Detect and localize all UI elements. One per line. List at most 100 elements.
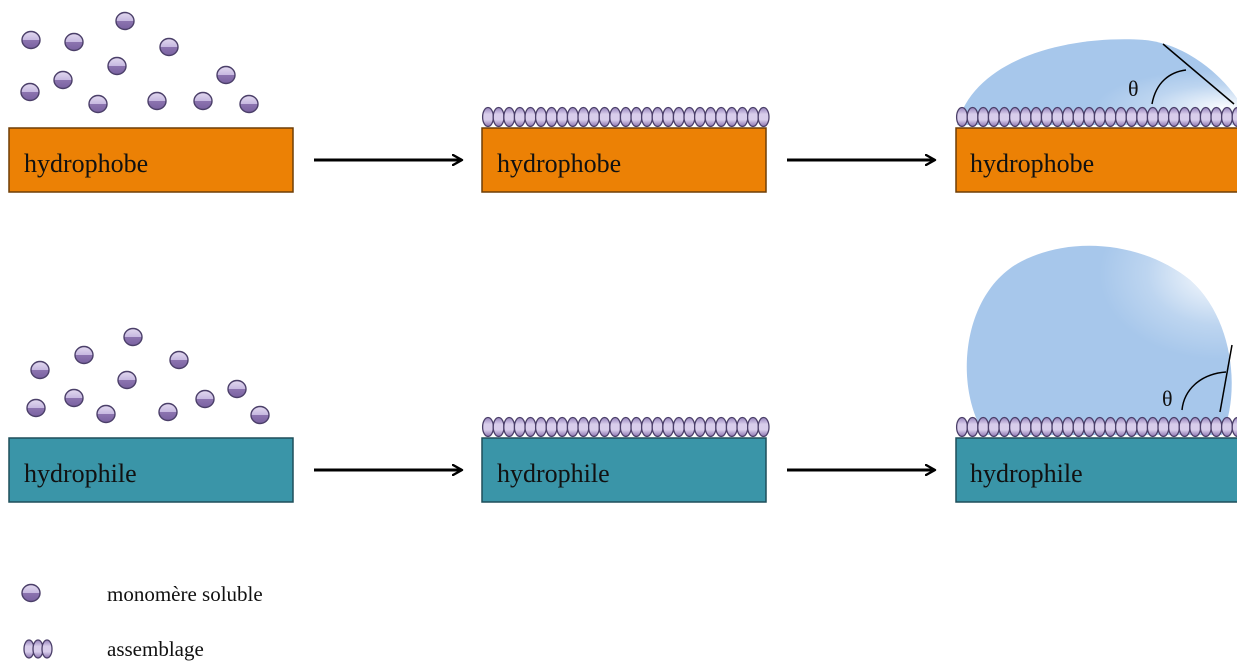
monomer-icon	[53, 70, 73, 90]
free-monomers-row1	[20, 11, 259, 114]
monomer-icon	[88, 94, 108, 114]
assembly-unit	[977, 106, 990, 128]
assembly-unit	[1157, 416, 1170, 438]
assembly-unit	[1231, 106, 1237, 128]
assembly-unit	[715, 416, 728, 438]
assembly-unit	[587, 106, 601, 128]
hydrophobe-surface-3	[955, 127, 1237, 193]
assembly-unit	[977, 416, 990, 438]
monomer-icon	[74, 345, 94, 365]
assembly-unit	[1104, 106, 1117, 128]
assembly-unit	[955, 416, 969, 438]
assembly-unit	[1157, 106, 1170, 128]
assembly-unit	[1146, 416, 1159, 438]
monomer-icon	[147, 91, 167, 111]
assembly-unit	[1072, 416, 1085, 438]
water-droplet-row2	[966, 245, 1232, 435]
assembly-unit	[556, 106, 569, 128]
monomer-icon	[195, 389, 215, 409]
assembly-unit	[556, 416, 569, 438]
monomer-icon	[107, 56, 127, 76]
assembly-unit	[534, 416, 548, 438]
free-monomers-row2	[26, 327, 270, 425]
assembly-unit	[757, 106, 770, 128]
hydrophile-label-3: hydrophile	[970, 459, 1083, 488]
assembly-unit	[492, 106, 505, 128]
assembly-unit	[746, 106, 760, 128]
assembly-unit	[998, 106, 1011, 128]
assembly-unit	[1072, 106, 1085, 128]
assembly-unit	[725, 416, 738, 438]
assembly-unit	[987, 416, 1000, 438]
assembly-unit	[545, 416, 558, 438]
monomer-icon	[123, 327, 143, 347]
assembly-unit	[651, 106, 664, 128]
assembly-unit	[1136, 106, 1149, 128]
assembly-layer-row1-middle	[481, 106, 770, 128]
assembly-unit	[998, 416, 1011, 438]
assembly-layer-row2-middle	[481, 416, 770, 438]
assembly-unit	[672, 106, 685, 128]
contact-angle-row2	[1181, 344, 1233, 413]
assembly-unit	[609, 416, 622, 438]
theta-label-row1: θ	[1128, 76, 1139, 101]
assembly-unit	[1040, 106, 1053, 128]
assembly-unit	[1114, 106, 1128, 128]
assembly-unit	[651, 416, 664, 438]
assembly-unit	[587, 416, 601, 438]
assembly-unit	[704, 106, 717, 128]
monomer-icon	[117, 370, 137, 390]
assembly-unit	[736, 416, 749, 438]
assembly-unit	[545, 106, 558, 128]
assembly-unit	[513, 106, 526, 128]
assembly-unit	[683, 106, 696, 128]
assembly-unit	[630, 106, 643, 128]
assembly-unit	[662, 106, 675, 128]
monomer-icon	[193, 91, 213, 111]
assembly-unit	[513, 416, 526, 438]
assembly-unit	[1030, 106, 1043, 128]
hydrophile-label-1: hydrophile	[24, 459, 137, 488]
assembly-layer-row2-right	[955, 416, 1237, 438]
assembly-unit	[1199, 416, 1212, 438]
legend-monomer-label: monomère soluble	[107, 582, 263, 606]
assembly-unit	[1093, 416, 1106, 438]
assembly-unit	[1146, 106, 1159, 128]
assembly-unit	[1210, 416, 1223, 438]
assembly-unit	[1167, 106, 1181, 128]
assembly-unit	[1008, 416, 1022, 438]
hydrophile-surface-3	[955, 437, 1237, 503]
assembly-unit	[481, 106, 495, 128]
assembly-unit	[1231, 416, 1237, 438]
monomer-icon	[20, 82, 40, 102]
hydrophobe-surface-1	[8, 127, 294, 193]
assembly-unit	[524, 416, 537, 438]
assembly-unit	[725, 106, 738, 128]
assembly-unit	[566, 106, 579, 128]
assembly-unit	[566, 416, 579, 438]
hydrophobe-label-1: hydrophobe	[24, 149, 148, 178]
water-droplet-row1	[957, 39, 1237, 125]
assembly-unit	[1220, 106, 1234, 128]
assembly-unit	[534, 106, 548, 128]
assembly-unit	[619, 106, 632, 128]
assembly-unit	[1083, 416, 1096, 438]
assembly-unit	[1125, 106, 1138, 128]
contact-angle-row1	[1151, 43, 1235, 105]
assembly-unit	[1030, 416, 1043, 438]
monomer-icon	[26, 398, 46, 418]
hydrophobe-label-3: hydrophobe	[970, 149, 1094, 178]
hydrophobe-surface-2	[481, 127, 767, 193]
assembly-unit	[746, 416, 760, 438]
assembly-unit	[1093, 106, 1106, 128]
assembly-unit	[1178, 106, 1191, 128]
assembly-unit	[693, 106, 707, 128]
assembly-unit	[1189, 106, 1202, 128]
assembly-unit	[683, 416, 696, 438]
legend-assembly-label: assemblage	[107, 637, 204, 661]
assembly-unit	[966, 416, 979, 438]
assembly-unit	[704, 416, 717, 438]
assembly-unit	[1167, 416, 1181, 438]
theta-label-row2: θ	[1162, 386, 1173, 411]
